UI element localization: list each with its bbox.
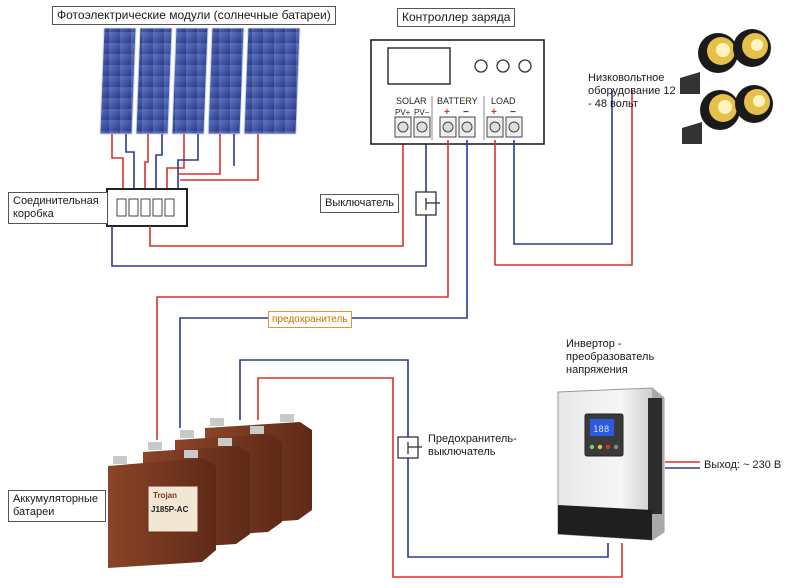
charge-controller: SOLAR BATTERY LOAD PV+ PV− + − + − [370,39,545,145]
junction-box-label: Соединительная коробка [8,192,108,224]
battery-label: BATTERY [437,96,478,106]
junction-box [106,188,188,227]
solar-label: SOLAR [396,96,427,106]
solar-panel-icon [207,27,245,135]
load-minus-label: − [510,107,516,118]
solar-panel-icon [243,27,301,135]
spotlight-icon [680,29,771,94]
charge-controller-label: Контроллер заряда [397,8,516,27]
battery-bank: Trojan J185P-AC [108,414,312,568]
load-label: LOAD [491,96,516,106]
pv-minus-label: PV− [414,108,430,117]
load-plus-label: + [491,107,497,118]
batteries-label: Аккумуляторные батареи [8,490,106,522]
battery-model: J185P-AC [151,505,189,514]
fuse-switch-label: Предохранитель- выключатель [428,433,517,458]
switch-label: Выключатель [320,194,400,213]
pv-plus-label: PV+ [395,108,411,117]
fuse-label: предохранитель [268,311,352,328]
battery-brand: Trojan [153,491,177,500]
inverter-label: Инвертор - преобразователь напряжения [566,338,655,376]
output-label: Выход: ~ 230 В [704,459,782,471]
solar-panel-icon [135,27,173,135]
battery-plus-label: + [444,107,450,118]
solar-panel-icon [99,27,137,135]
spotlight-icon [682,85,773,144]
battery-minus-label: − [463,107,469,118]
solar-panel-icon [171,27,209,135]
low-voltage-label: Низковольтное оборудование 12 - 48 вольт [588,72,676,110]
inverter-icon: 188 [557,387,665,541]
switch-icon [415,191,440,216]
battery-icon: Trojan J185P-AC [108,450,216,568]
solar-modules-label: Фотоэлектрические модули (солнечные бата… [52,6,336,25]
fuse-switch-icon [397,436,422,459]
panel-wires [111,134,259,198]
svg-text:188: 188 [593,425,609,435]
solar-panel-array [99,27,301,135]
